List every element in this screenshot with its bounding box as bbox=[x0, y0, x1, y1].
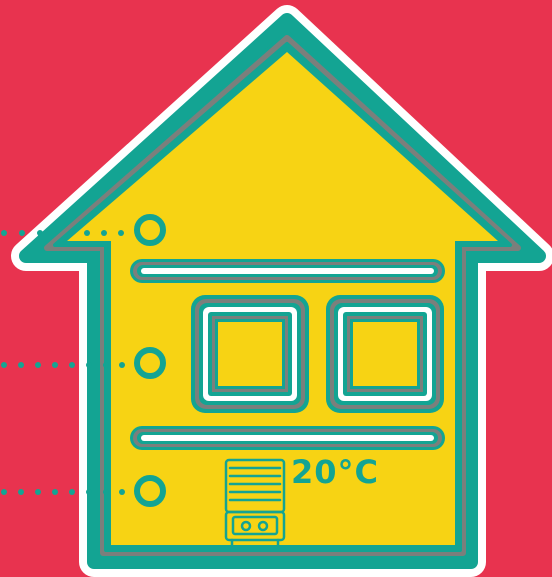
house-outline bbox=[26, 20, 539, 562]
lower-bar bbox=[130, 426, 445, 450]
ring-dot-marker-icon bbox=[137, 478, 163, 504]
upper-bar bbox=[130, 259, 445, 283]
ring-dot-marker-icon bbox=[137, 217, 163, 243]
temperature-readout: 20°C bbox=[291, 456, 379, 488]
ring-dot-marker-icon bbox=[137, 350, 163, 376]
window-right bbox=[326, 295, 444, 413]
window-left bbox=[191, 295, 309, 413]
